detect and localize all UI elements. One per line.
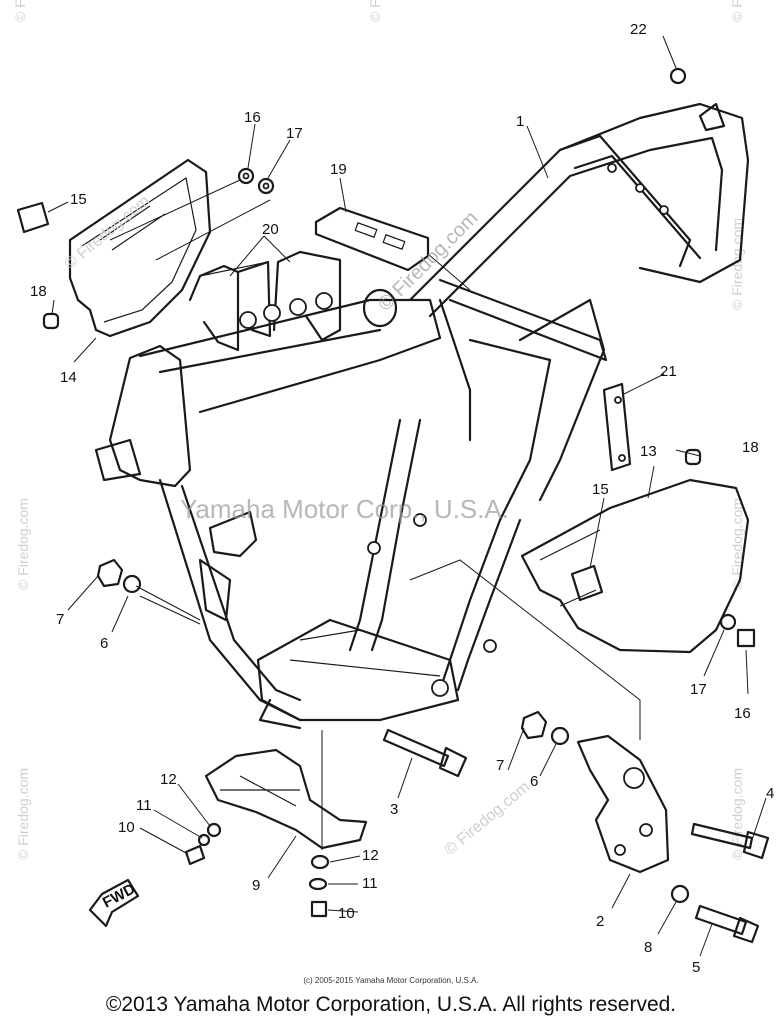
part-15-emblem-right <box>570 564 604 602</box>
callout-7: 7 <box>496 757 504 774</box>
callout-17: 17 <box>286 125 303 142</box>
part-14-left-side-cover <box>68 158 212 338</box>
callout-16: 16 <box>244 109 261 126</box>
watermark-side: © Firedog.com <box>729 768 745 860</box>
callout-7: 7 <box>56 611 64 628</box>
watermark-side: © Firedog.com <box>15 498 31 590</box>
callout-6: 6 <box>530 773 538 790</box>
callout-8: 8 <box>644 939 652 956</box>
callout-17: 17 <box>690 681 707 698</box>
part-21-strap <box>602 382 632 472</box>
side-watermarks: © Firedog.com © Firedog.com © Firedog.co… <box>12 0 745 860</box>
leader-lines <box>47 35 767 957</box>
watermark-diagonal: © Firedog.com <box>442 778 533 859</box>
callout-1: 1 <box>516 113 524 130</box>
callout-12: 12 <box>362 847 379 864</box>
part-13-right-side-cover <box>520 478 750 654</box>
part-1-frame <box>94 102 750 730</box>
part-9-skid-plate <box>204 748 368 850</box>
callout-10: 10 <box>118 819 135 836</box>
callout-20: 20 <box>262 221 279 238</box>
watermark-side: © Firedog.com <box>15 768 31 860</box>
callout-15: 15 <box>592 481 609 498</box>
callout-labels: 22 1 16 17 19 15 20 18 14 21 18 13 15 7 … <box>30 21 774 976</box>
callout-19: 19 <box>330 161 347 178</box>
callout-18: 18 <box>30 283 47 300</box>
callout-11: 11 <box>362 875 378 892</box>
callout-22: 22 <box>630 21 647 38</box>
part-19-bracket <box>314 206 430 272</box>
watermark-side: © Firedog.com <box>12 0 28 22</box>
callout-3: 3 <box>390 801 398 818</box>
callout-2: 2 <box>596 913 604 930</box>
main-copyright: ©2013 Yamaha Motor Corporation, U.S.A. A… <box>105 993 677 1016</box>
part-2-engine-bracket <box>576 734 670 874</box>
watermark-center: Yamaha Motor Corp., U.S.A. <box>180 494 509 524</box>
callout-11: 11 <box>136 797 152 814</box>
part-15-emblem-left <box>16 201 50 234</box>
callout-13: 13 <box>640 443 657 460</box>
watermark-side: © Firedog.com <box>729 0 745 22</box>
fwd-direction-arrow: FWD <box>88 878 140 928</box>
callout-6: 6 <box>100 635 108 652</box>
callout-18: 18 <box>742 439 759 456</box>
callout-12: 12 <box>160 771 177 788</box>
callout-5: 5 <box>692 959 700 976</box>
callout-21: 21 <box>660 363 677 380</box>
callout-15: 15 <box>70 191 87 208</box>
callout-9: 9 <box>252 877 260 894</box>
watermark-side: © Firedog.com <box>729 498 745 590</box>
watermark-side: © Firedog.com <box>367 0 383 22</box>
callout-4: 4 <box>766 785 774 802</box>
callout-10: 10 <box>338 905 355 922</box>
small-copyright: (c) 2005-2015 Yamaha Motor Corporation, … <box>303 976 479 985</box>
callout-14: 14 <box>60 369 77 386</box>
callout-16: 16 <box>734 705 751 722</box>
